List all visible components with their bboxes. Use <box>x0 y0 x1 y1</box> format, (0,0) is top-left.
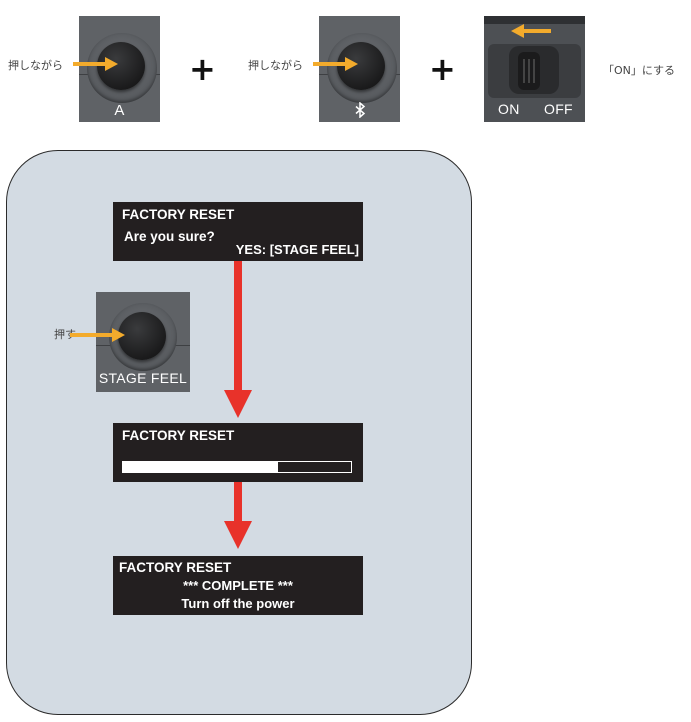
complete-screen-title: FACTORY RESET <box>119 560 232 575</box>
bluetooth-button-panel <box>319 16 400 122</box>
orange-arrow-1 <box>73 62 107 66</box>
complete-screen-status: *** COMPLETE *** <box>183 578 293 593</box>
a-button-label: A <box>114 102 125 119</box>
orange-arrow-1-head <box>105 57 118 71</box>
stage-feel-button-panel: STAGE FEEL <box>96 292 190 392</box>
red-arrow-1-head <box>224 390 252 418</box>
press-label: 押す <box>54 328 76 341</box>
power-switch-panel: ON OFF <box>484 16 585 122</box>
plus-sign-2: + <box>429 50 456 88</box>
press-and-hold-label-1: 押しながら <box>8 59 63 72</box>
progress-screen: FACTORY RESET <box>113 423 363 482</box>
confirm-screen: FACTORY RESET Are you sure? YES: [STAGE … <box>113 202 363 261</box>
press-and-hold-label-2: 押しながら <box>248 59 303 72</box>
stage-feel-button-label: STAGE FEEL <box>98 370 188 386</box>
a-button-panel: A <box>79 16 160 122</box>
stage-feel-button-knob[interactable] <box>118 312 166 360</box>
switch-on-label: ON <box>498 101 520 117</box>
power-switch-toggle[interactable] <box>518 52 540 90</box>
red-arrow-1 <box>234 261 242 395</box>
orange-arrow-left <box>522 29 551 33</box>
confirm-screen-yes: YES: [STAGE FEEL] <box>235 242 359 257</box>
complete-screen-instruction: Turn off the power <box>181 596 295 611</box>
progress-screen-title: FACTORY RESET <box>122 428 235 443</box>
turn-on-label: 「ON」にする <box>603 64 675 77</box>
progress-bar-fill <box>123 462 279 472</box>
red-arrow-2 <box>234 482 242 524</box>
orange-arrow-3-head <box>112 328 125 342</box>
red-arrow-2-head <box>224 521 252 549</box>
progress-bar <box>122 461 352 473</box>
switch-off-label: OFF <box>544 101 573 117</box>
plus-sign-1: + <box>189 50 216 88</box>
confirm-screen-question: Are you sure? <box>124 229 215 244</box>
orange-arrow-2-head <box>345 57 358 71</box>
bluetooth-icon <box>355 102 366 118</box>
orange-arrow-left-head <box>511 24 524 38</box>
confirm-screen-title: FACTORY RESET <box>122 207 235 222</box>
complete-screen: FACTORY RESET *** COMPLETE *** Turn off … <box>113 556 363 615</box>
orange-arrow-3 <box>70 333 114 337</box>
orange-arrow-2 <box>313 62 347 66</box>
